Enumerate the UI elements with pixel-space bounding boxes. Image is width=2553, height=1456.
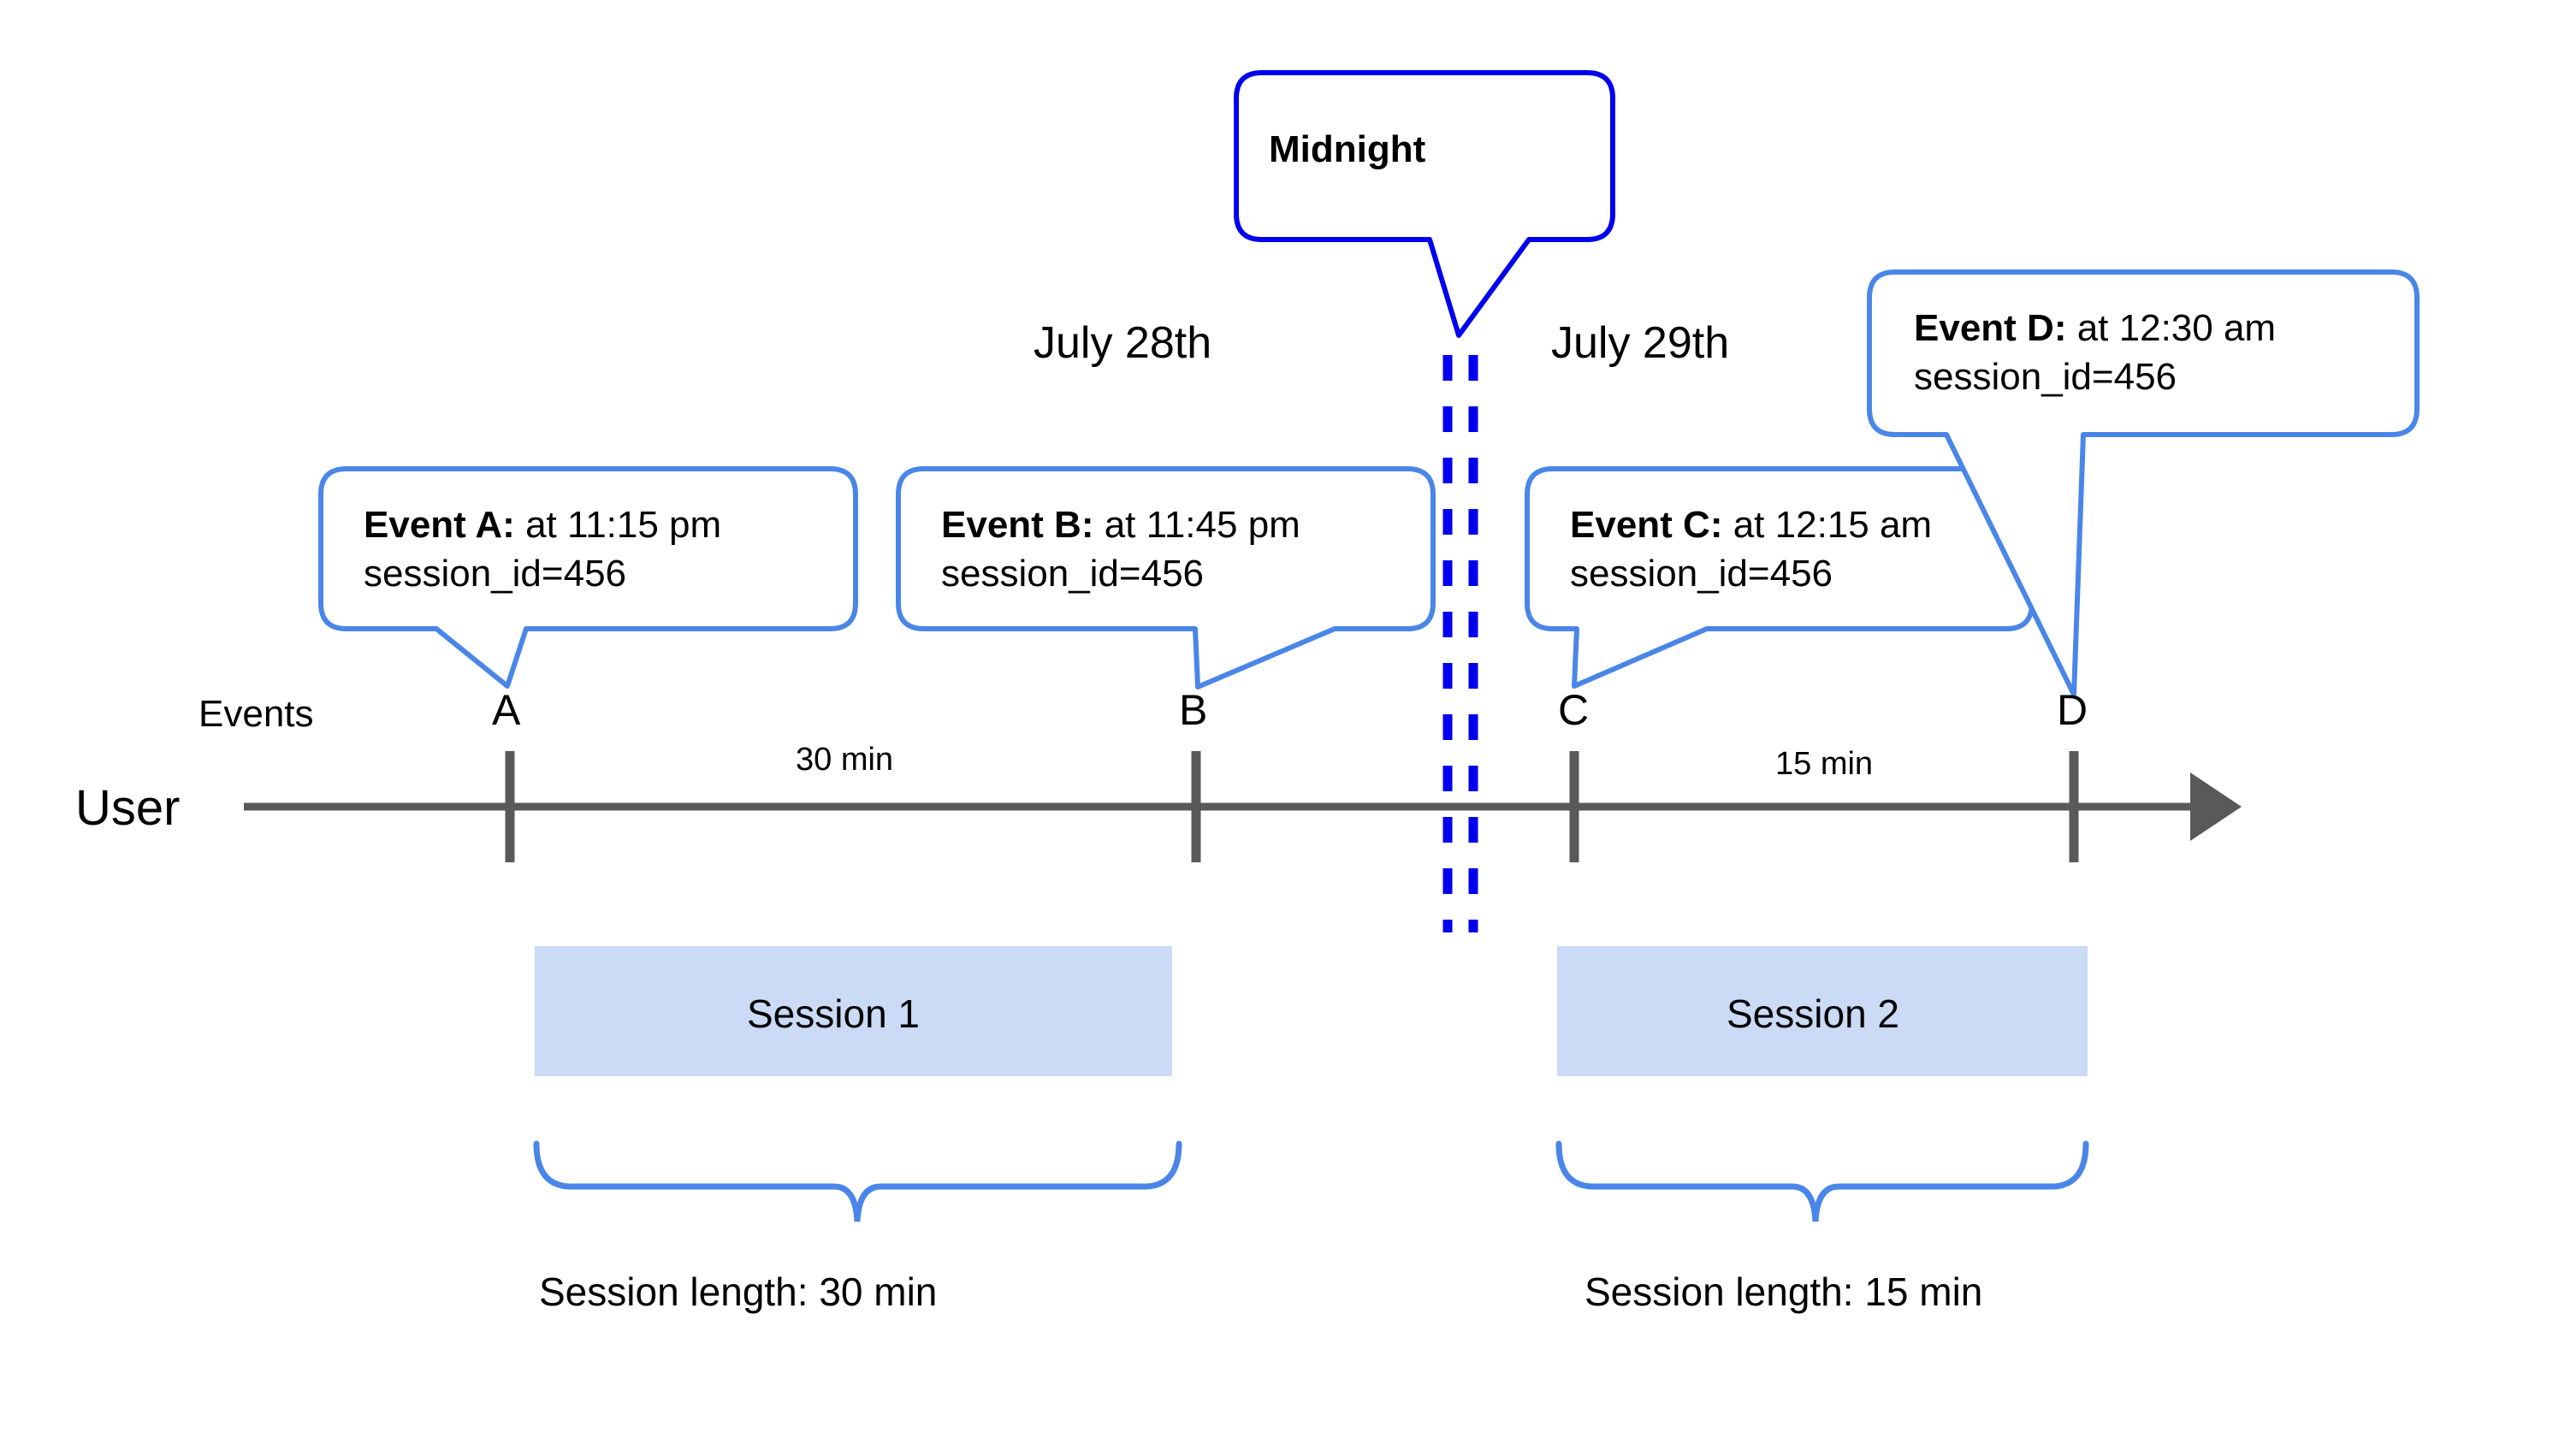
- event-a-callout-shape: [318, 466, 858, 689]
- gap-label-ab: 30 min: [796, 742, 894, 778]
- session-1-brace: [533, 1140, 1182, 1222]
- gap-label-cd: 15 min: [1775, 746, 1874, 782]
- lane-label-user: User: [75, 780, 181, 836]
- midnight-divider: [1442, 355, 1478, 932]
- event-d-detail: session_id=456: [1914, 356, 2177, 399]
- event-d-callout-shape: [1867, 269, 2420, 697]
- lane-label-events: Events: [198, 693, 314, 735]
- event-b-callout-text: Event B: at 11:45 pm session_id=456: [941, 500, 1300, 598]
- event-b-detail: session_id=456: [941, 553, 1205, 595]
- date-label-july-28: July 28th: [1034, 318, 1212, 368]
- session-2-brace: [1555, 1140, 2089, 1222]
- session-2-box: [1557, 946, 2088, 1076]
- session-1-label: Session 1: [747, 991, 921, 1036]
- event-tick-marks: [505, 751, 2079, 862]
- event-c-title: Event C:: [1570, 504, 1723, 546]
- event-c-detail: session_id=456: [1570, 553, 1833, 595]
- timeline-axis: [244, 772, 2242, 841]
- session-2-label: Session 2: [1727, 991, 1900, 1036]
- event-d-time: at 12:30 am: [2066, 307, 2277, 349]
- event-a-callout-text: Event A: at 11:15 pm session_id=456: [364, 500, 721, 598]
- midnight-callout-shape: [1234, 70, 1615, 338]
- marker-label-c: C: [1558, 686, 1590, 734]
- event-d-callout-text: Event D: at 12:30 am session_id=456: [1914, 304, 2276, 401]
- session-1-box: [535, 946, 1172, 1076]
- session-2-length-label: Session length: 15 min: [1585, 1270, 1983, 1314]
- midnight-callout-label: Midnight: [1269, 128, 1426, 170]
- marker-label-b: B: [1179, 686, 1208, 734]
- marker-label-a: A: [492, 686, 521, 734]
- event-c-time: at 12:15 am: [1722, 504, 1933, 546]
- session-1-length-label: Session length: 30 min: [539, 1270, 938, 1314]
- event-a-time: at 11:15 pm: [514, 504, 722, 546]
- session-boxes: [535, 946, 2088, 1076]
- event-b-title: Event B:: [941, 504, 1094, 546]
- date-label-july-29: July 29th: [1551, 318, 1730, 368]
- marker-label-d: D: [2057, 686, 2088, 734]
- event-b-callout-shape: [896, 466, 1436, 690]
- event-a-detail: session_id=456: [364, 553, 627, 595]
- event-c-callout-text: Event C: at 12:15 am session_id=456: [1570, 500, 1932, 598]
- event-a-title: Event A:: [364, 504, 515, 546]
- event-b-time: at 11:45 pm: [1093, 504, 1300, 546]
- event-d-title: Event D:: [1914, 307, 2067, 349]
